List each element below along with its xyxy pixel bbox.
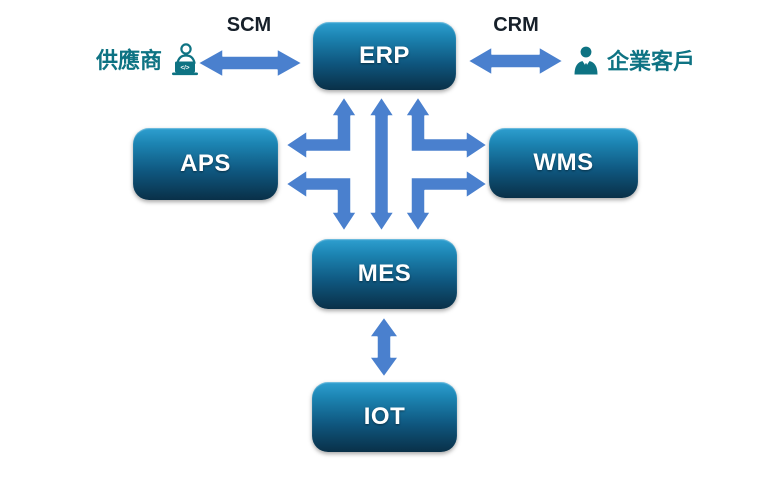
- arrow-aps-mes: [285, 169, 358, 232]
- node-aps-label: APS: [180, 150, 231, 177]
- svg-text:</>: </>: [181, 64, 190, 71]
- crm-label: CRM: [493, 14, 539, 36]
- supplier-group: 供應商 </>: [96, 42, 201, 76]
- arrow-erp-wms: [404, 96, 488, 160]
- arrow-mes-iot: [368, 316, 400, 378]
- customer-label: 企業客戶: [607, 49, 696, 74]
- node-iot: IOT: [312, 382, 457, 452]
- customer-group: 企業客戶: [572, 44, 695, 76]
- arrow-supplier-erp: [197, 48, 303, 78]
- businessman-icon: [574, 46, 598, 75]
- node-wms-label: WMS: [533, 149, 594, 176]
- arrow-erp-customer: [467, 46, 564, 76]
- node-mes-label: MES: [357, 260, 412, 287]
- arrow-erp-mes: [368, 96, 395, 232]
- arrow-erp-aps: [285, 96, 358, 160]
- node-wms: WMS: [489, 128, 638, 198]
- node-erp: ERP: [313, 22, 456, 90]
- node-mes: MES: [312, 239, 457, 309]
- person-laptop-icon: </>: [172, 43, 199, 76]
- arrow-wms-mes: [404, 169, 488, 232]
- node-erp-label: ERP: [359, 42, 410, 69]
- node-iot-label: IOT: [363, 403, 406, 430]
- node-aps: APS: [133, 128, 278, 200]
- scm-label: SCM: [226, 14, 272, 36]
- supplier-label: 供應商: [96, 48, 163, 73]
